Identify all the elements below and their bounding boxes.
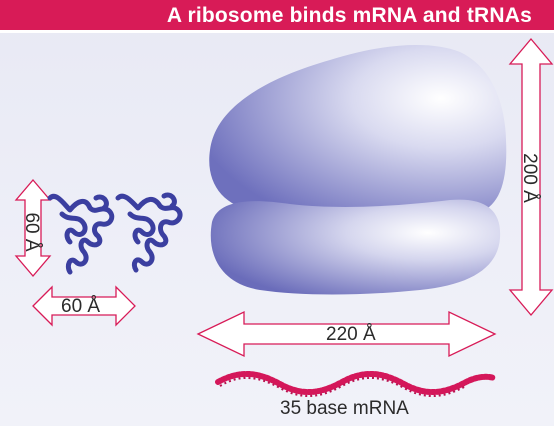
title-bar: A ribosome binds mRNA and tRNAs [0, 0, 554, 33]
trna-molecule-2 [115, 192, 183, 273]
trna-height-label: 60 Å [21, 212, 42, 251]
mrna-label: 35 base mRNA [280, 398, 409, 419]
trna-width-label: 60 Å [61, 296, 101, 317]
ribosome-width-label: 220 Å [326, 324, 376, 345]
trna-width-arrow [32, 285, 136, 327]
ribosome-height-label: 200 Å [519, 153, 540, 203]
ribosome-height-arrow [508, 37, 554, 317]
trna-height-arrow [14, 178, 52, 278]
ribosome-width-arrow [196, 310, 497, 358]
mrna-strand [215, 370, 497, 398]
ribosome-small-subunit [210, 199, 501, 295]
slide-title: A ribosome binds mRNA and tRNAs [166, 4, 532, 27]
trna-molecule-1 [47, 194, 115, 275]
ribosome-large-subunit [209, 45, 507, 212]
